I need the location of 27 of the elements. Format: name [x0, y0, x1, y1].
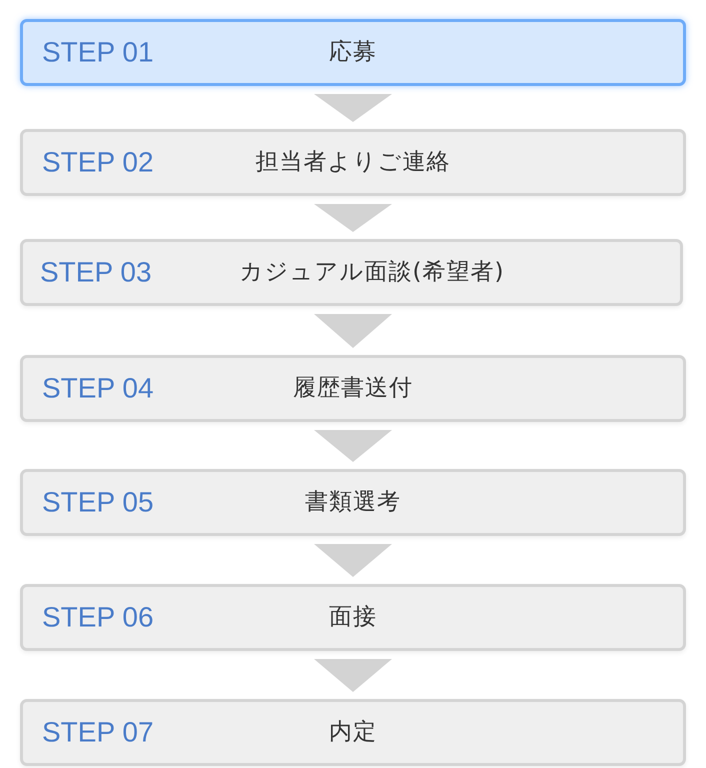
step-label: STEP 07	[42, 717, 154, 748]
step-label: STEP 04	[42, 373, 154, 404]
step-box	[20, 239, 683, 306]
step-label: STEP 06	[42, 602, 154, 633]
step-title: カジュアル面談(希望者)	[240, 258, 504, 286]
arrow	[314, 430, 392, 462]
step-box	[20, 129, 686, 196]
step-label: STEP 03	[40, 257, 152, 288]
step-title: 履歴書送付	[293, 374, 413, 402]
step-title: 応募	[329, 38, 377, 66]
arrow	[314, 314, 392, 348]
step-box	[20, 469, 686, 536]
arrow	[314, 659, 392, 692]
step-box	[20, 355, 686, 422]
step-title: 担当者よりご連絡	[256, 148, 450, 176]
step-box	[20, 19, 686, 86]
step-title: 内定	[329, 718, 377, 746]
step-title: 書類選考	[305, 488, 401, 516]
step-box	[20, 584, 686, 651]
arrow	[314, 94, 392, 122]
step-box	[20, 699, 686, 766]
step-label: STEP 05	[42, 487, 154, 518]
step-label: STEP 01	[42, 37, 154, 68]
step-label: STEP 02	[42, 147, 154, 178]
arrow	[314, 204, 392, 232]
step-title: 面接	[329, 604, 377, 632]
arrow	[314, 544, 392, 577]
